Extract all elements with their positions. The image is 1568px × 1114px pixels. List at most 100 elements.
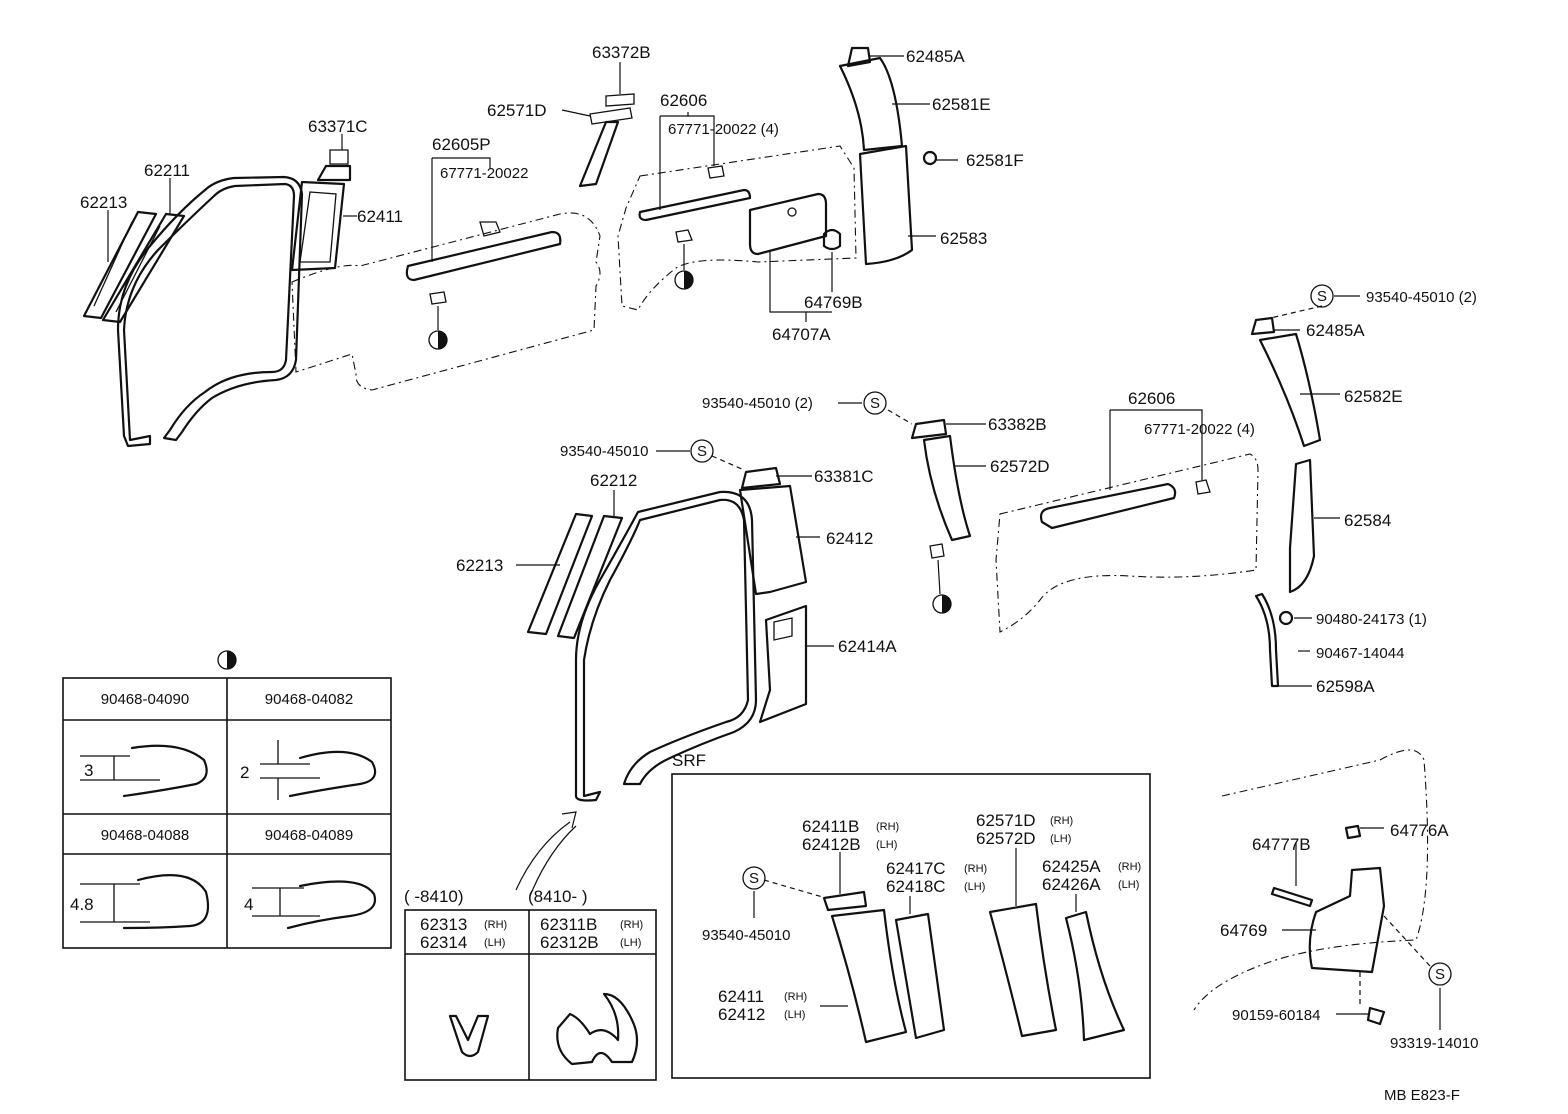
label-62582e: 62582E bbox=[1344, 387, 1403, 406]
part-90480 bbox=[1278, 610, 1294, 626]
label-67771-b: 67771-20022 (4) bbox=[668, 121, 779, 138]
svg-text:62426A: 62426A bbox=[1042, 875, 1101, 894]
part-62485a-top bbox=[846, 46, 872, 68]
part-62605p-molding bbox=[405, 230, 562, 282]
svg-text:3: 3 bbox=[84, 761, 93, 780]
label-62581f: 62581F bbox=[966, 151, 1024, 170]
label-93319: 93319-14010 bbox=[1390, 1035, 1478, 1052]
svg-text:( -8410): ( -8410) bbox=[404, 887, 464, 906]
legend-h3: 90468-04088 bbox=[101, 827, 189, 844]
svg-text:(LH): (LH) bbox=[1118, 879, 1139, 891]
svg-text:(LH): (LH) bbox=[964, 881, 985, 893]
part-62582e-pillar bbox=[1258, 332, 1322, 448]
label-93540-b: 93540-45010 (2) bbox=[702, 395, 813, 412]
label-64777b: 64777B bbox=[1252, 835, 1311, 854]
svg-text:(LH): (LH) bbox=[876, 839, 897, 851]
label-62584: 62584 bbox=[1344, 511, 1391, 530]
svg-text:2: 2 bbox=[240, 763, 249, 782]
part-62572d bbox=[922, 434, 972, 542]
part-62213b-strip bbox=[526, 512, 594, 636]
part-64769-bracket bbox=[1308, 866, 1386, 974]
part-labels: 62213 62211 63371C 62411 62605P 67771-20… bbox=[80, 43, 1478, 1104]
svg-text:(LH): (LH) bbox=[620, 937, 641, 949]
part-62212-strip bbox=[556, 514, 624, 640]
part-62571d bbox=[578, 120, 620, 188]
svg-text:S: S bbox=[870, 395, 880, 412]
part-64769b bbox=[822, 228, 842, 251]
label-90159: 90159-60184 bbox=[1232, 1007, 1320, 1024]
svg-text:62425A: 62425A bbox=[1042, 857, 1101, 876]
part-62584-pillar bbox=[1288, 458, 1316, 594]
part-64777b bbox=[1270, 886, 1314, 908]
label-67771-a: 67771-20022 bbox=[440, 165, 528, 182]
part-62411-pillar bbox=[290, 180, 346, 272]
label-62598a: 62598A bbox=[1316, 677, 1375, 696]
svg-text:62572D: 62572D bbox=[976, 829, 1036, 848]
part-64707a-panel bbox=[748, 192, 828, 256]
label-63371c: 63371C bbox=[308, 117, 368, 136]
label-93540-a: 93540-45010 (2) bbox=[1366, 289, 1477, 306]
svg-text:S: S bbox=[697, 443, 707, 460]
label-63372b: 63372B bbox=[592, 43, 651, 62]
fastener-symbols bbox=[217, 244, 952, 670]
clip-legend-table: 90468-04090 90468-04082 90468-04088 9046… bbox=[62, 677, 392, 949]
label-62605p: 62605P bbox=[432, 135, 491, 154]
label-62581e: 62581E bbox=[932, 95, 991, 114]
label-67771-c: 67771-20022 (4) bbox=[1144, 421, 1255, 438]
svg-text:(LH): (LH) bbox=[484, 937, 505, 949]
part-62412-pillar bbox=[738, 484, 808, 596]
door-opening-weatherstrip bbox=[116, 175, 304, 448]
label-62211: 62211 bbox=[144, 161, 190, 180]
s-symbols: S S S S S bbox=[690, 284, 1452, 986]
svg-text:S: S bbox=[1435, 966, 1445, 983]
svg-text:S: S bbox=[1317, 288, 1327, 305]
part-62598a bbox=[1254, 592, 1280, 688]
legend-h2: 90468-04082 bbox=[265, 691, 353, 708]
label-62485a-1: 62485A bbox=[906, 47, 965, 66]
svg-text:S: S bbox=[749, 870, 759, 887]
svg-text:62412: 62412 bbox=[718, 1005, 765, 1024]
label-63381c: 63381C bbox=[814, 467, 874, 486]
quarter-panel-upper bbox=[617, 145, 857, 311]
part-62213-strip bbox=[82, 210, 158, 320]
svg-text:62311B: 62311B bbox=[540, 915, 597, 934]
label-62412: 62412 bbox=[826, 529, 873, 548]
part-62414a-pillar bbox=[758, 604, 808, 724]
svg-text:4.8: 4.8 bbox=[70, 895, 94, 914]
label-62485a-2: 62485A bbox=[1306, 321, 1365, 340]
part-63381c bbox=[740, 466, 782, 490]
label-62213-b: 62213 bbox=[456, 556, 503, 575]
svg-text:(RH): (RH) bbox=[1050, 815, 1073, 827]
part-63371c bbox=[316, 164, 352, 182]
legend-h4: 90468-04089 bbox=[265, 827, 353, 844]
svg-text:62412B: 62412B bbox=[802, 835, 861, 854]
svg-text:(RH): (RH) bbox=[784, 991, 807, 1003]
label-93540-c: 93540-45010 bbox=[560, 443, 648, 460]
leader-lines bbox=[107, 55, 1441, 1030]
legend-h1: 90468-04090 bbox=[101, 691, 189, 708]
svg-text:62411B: 62411B bbox=[802, 817, 859, 836]
label-90480: 90480-24173 (1) bbox=[1316, 611, 1427, 628]
clip-range-box: ( -8410) (8410- ) 62313 (RH) 62314 (LH) … bbox=[404, 887, 657, 1081]
svg-text:(RH): (RH) bbox=[484, 919, 507, 931]
part-62581f-clip bbox=[922, 150, 938, 166]
part-64776a bbox=[1344, 824, 1362, 840]
svg-text:(RH): (RH) bbox=[876, 821, 899, 833]
label-62583: 62583 bbox=[940, 229, 987, 248]
label-64707a: 64707A bbox=[772, 325, 831, 344]
part-62583-pillar bbox=[858, 144, 914, 266]
label-90467: 90467-14044 bbox=[1316, 645, 1404, 662]
svg-text:(8410- ): (8410- ) bbox=[528, 887, 588, 906]
label-62414a: 62414A bbox=[838, 637, 897, 656]
svg-text:(RH): (RH) bbox=[1118, 861, 1141, 873]
svg-text:(LH): (LH) bbox=[784, 1009, 805, 1021]
label-62411: 62411 bbox=[357, 207, 403, 226]
part-63382b bbox=[910, 418, 948, 440]
wheelhouse-outline bbox=[1193, 749, 1429, 1011]
label-62213: 62213 bbox=[80, 193, 127, 212]
svg-text:62312B: 62312B bbox=[540, 933, 599, 952]
svg-text:62417C: 62417C bbox=[886, 859, 946, 878]
srf-title: SRF bbox=[672, 751, 706, 770]
svg-text:(RH): (RH) bbox=[964, 863, 987, 875]
body-side-panel bbox=[291, 212, 601, 391]
